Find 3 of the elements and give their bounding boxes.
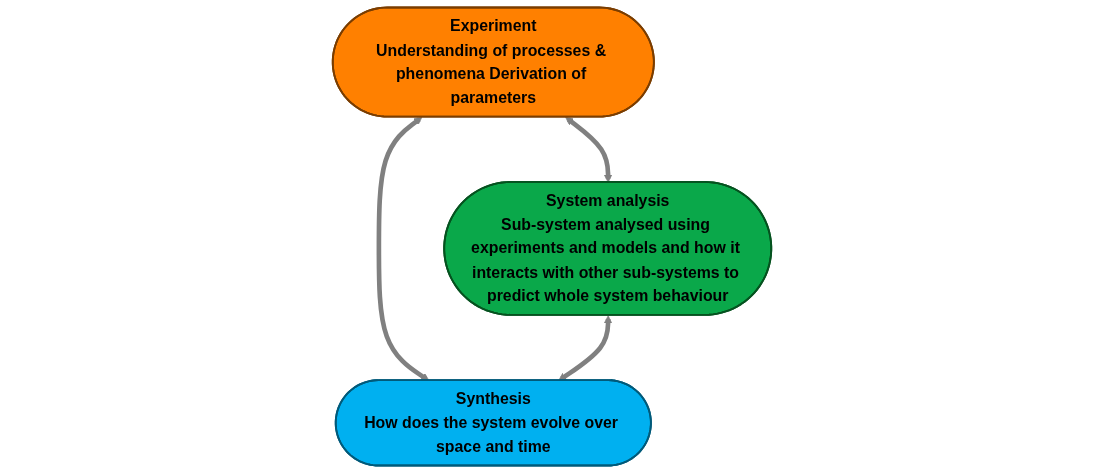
- arrow: [558, 315, 613, 381]
- arrow: [565, 116, 613, 183]
- arrow: [376, 116, 430, 381]
